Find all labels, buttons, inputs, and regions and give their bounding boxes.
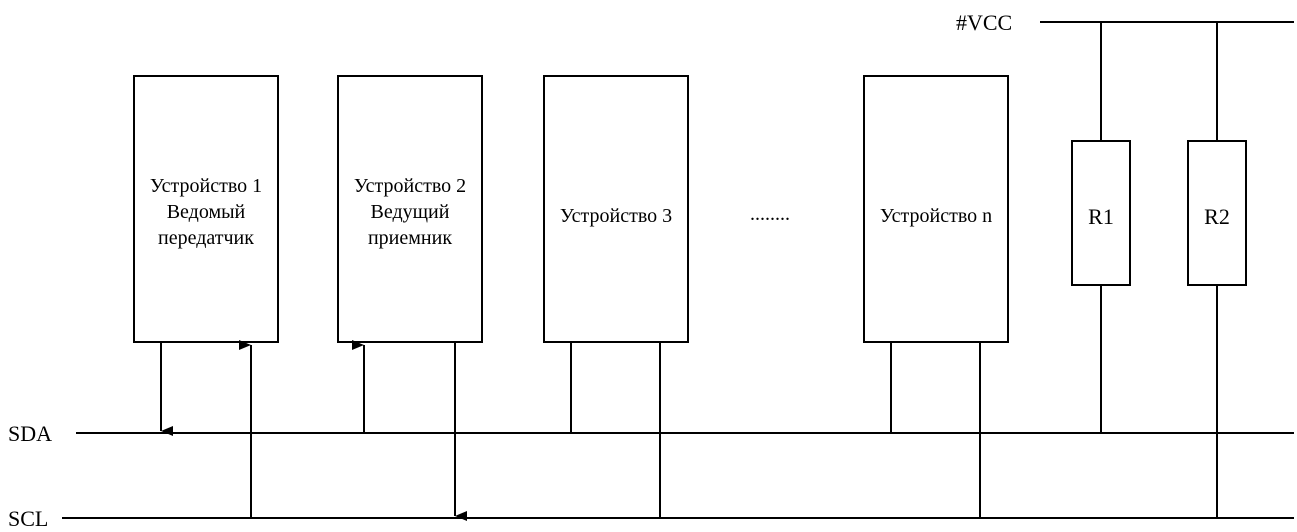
devices-ellipsis: ........ bbox=[750, 203, 790, 225]
vcc-label: #VCC bbox=[956, 10, 1012, 35]
device-3-label-line-1: Устройство 3 bbox=[560, 205, 672, 227]
device-3: Устройство 3 bbox=[543, 75, 689, 518]
scl-label: SCL bbox=[8, 506, 48, 527]
device-1: Устройство 1 Ведомый передатчик bbox=[133, 75, 279, 518]
device-2: Устройство 2 Ведущий приемник bbox=[337, 75, 483, 521]
device-1-label-line-2: Ведомый bbox=[167, 201, 246, 223]
device-2-label-line-3: приемник bbox=[368, 227, 452, 249]
resistor-r2-body bbox=[1187, 140, 1247, 286]
device-n: Устройство n bbox=[863, 75, 1009, 518]
resistor-r1-label: R1 bbox=[1088, 204, 1114, 229]
resistor-r1: R1 bbox=[1071, 22, 1131, 433]
device-1-label-line-1: Устройство 1 bbox=[150, 175, 262, 197]
vcc-rail: #VCC bbox=[956, 10, 1294, 35]
resistor-r2-label: R2 bbox=[1204, 204, 1230, 229]
device-n-label-line-1: Устройство n bbox=[880, 205, 992, 227]
sda-bus: SDA bbox=[8, 421, 1294, 446]
device-3-box bbox=[543, 75, 689, 343]
device-2-box bbox=[337, 75, 483, 343]
device-1-label-line-3: передатчик bbox=[158, 227, 254, 249]
device-1-box bbox=[133, 75, 279, 343]
device-2-label-line-1: Устройство 2 bbox=[354, 175, 466, 197]
scl-bus: SCL bbox=[8, 506, 1294, 531]
sda-label: SDA bbox=[8, 421, 52, 446]
resistor-r2: R2 bbox=[1187, 22, 1247, 518]
device-n-box bbox=[863, 75, 1009, 343]
device-2-label-line-2: Ведущий bbox=[371, 201, 450, 223]
